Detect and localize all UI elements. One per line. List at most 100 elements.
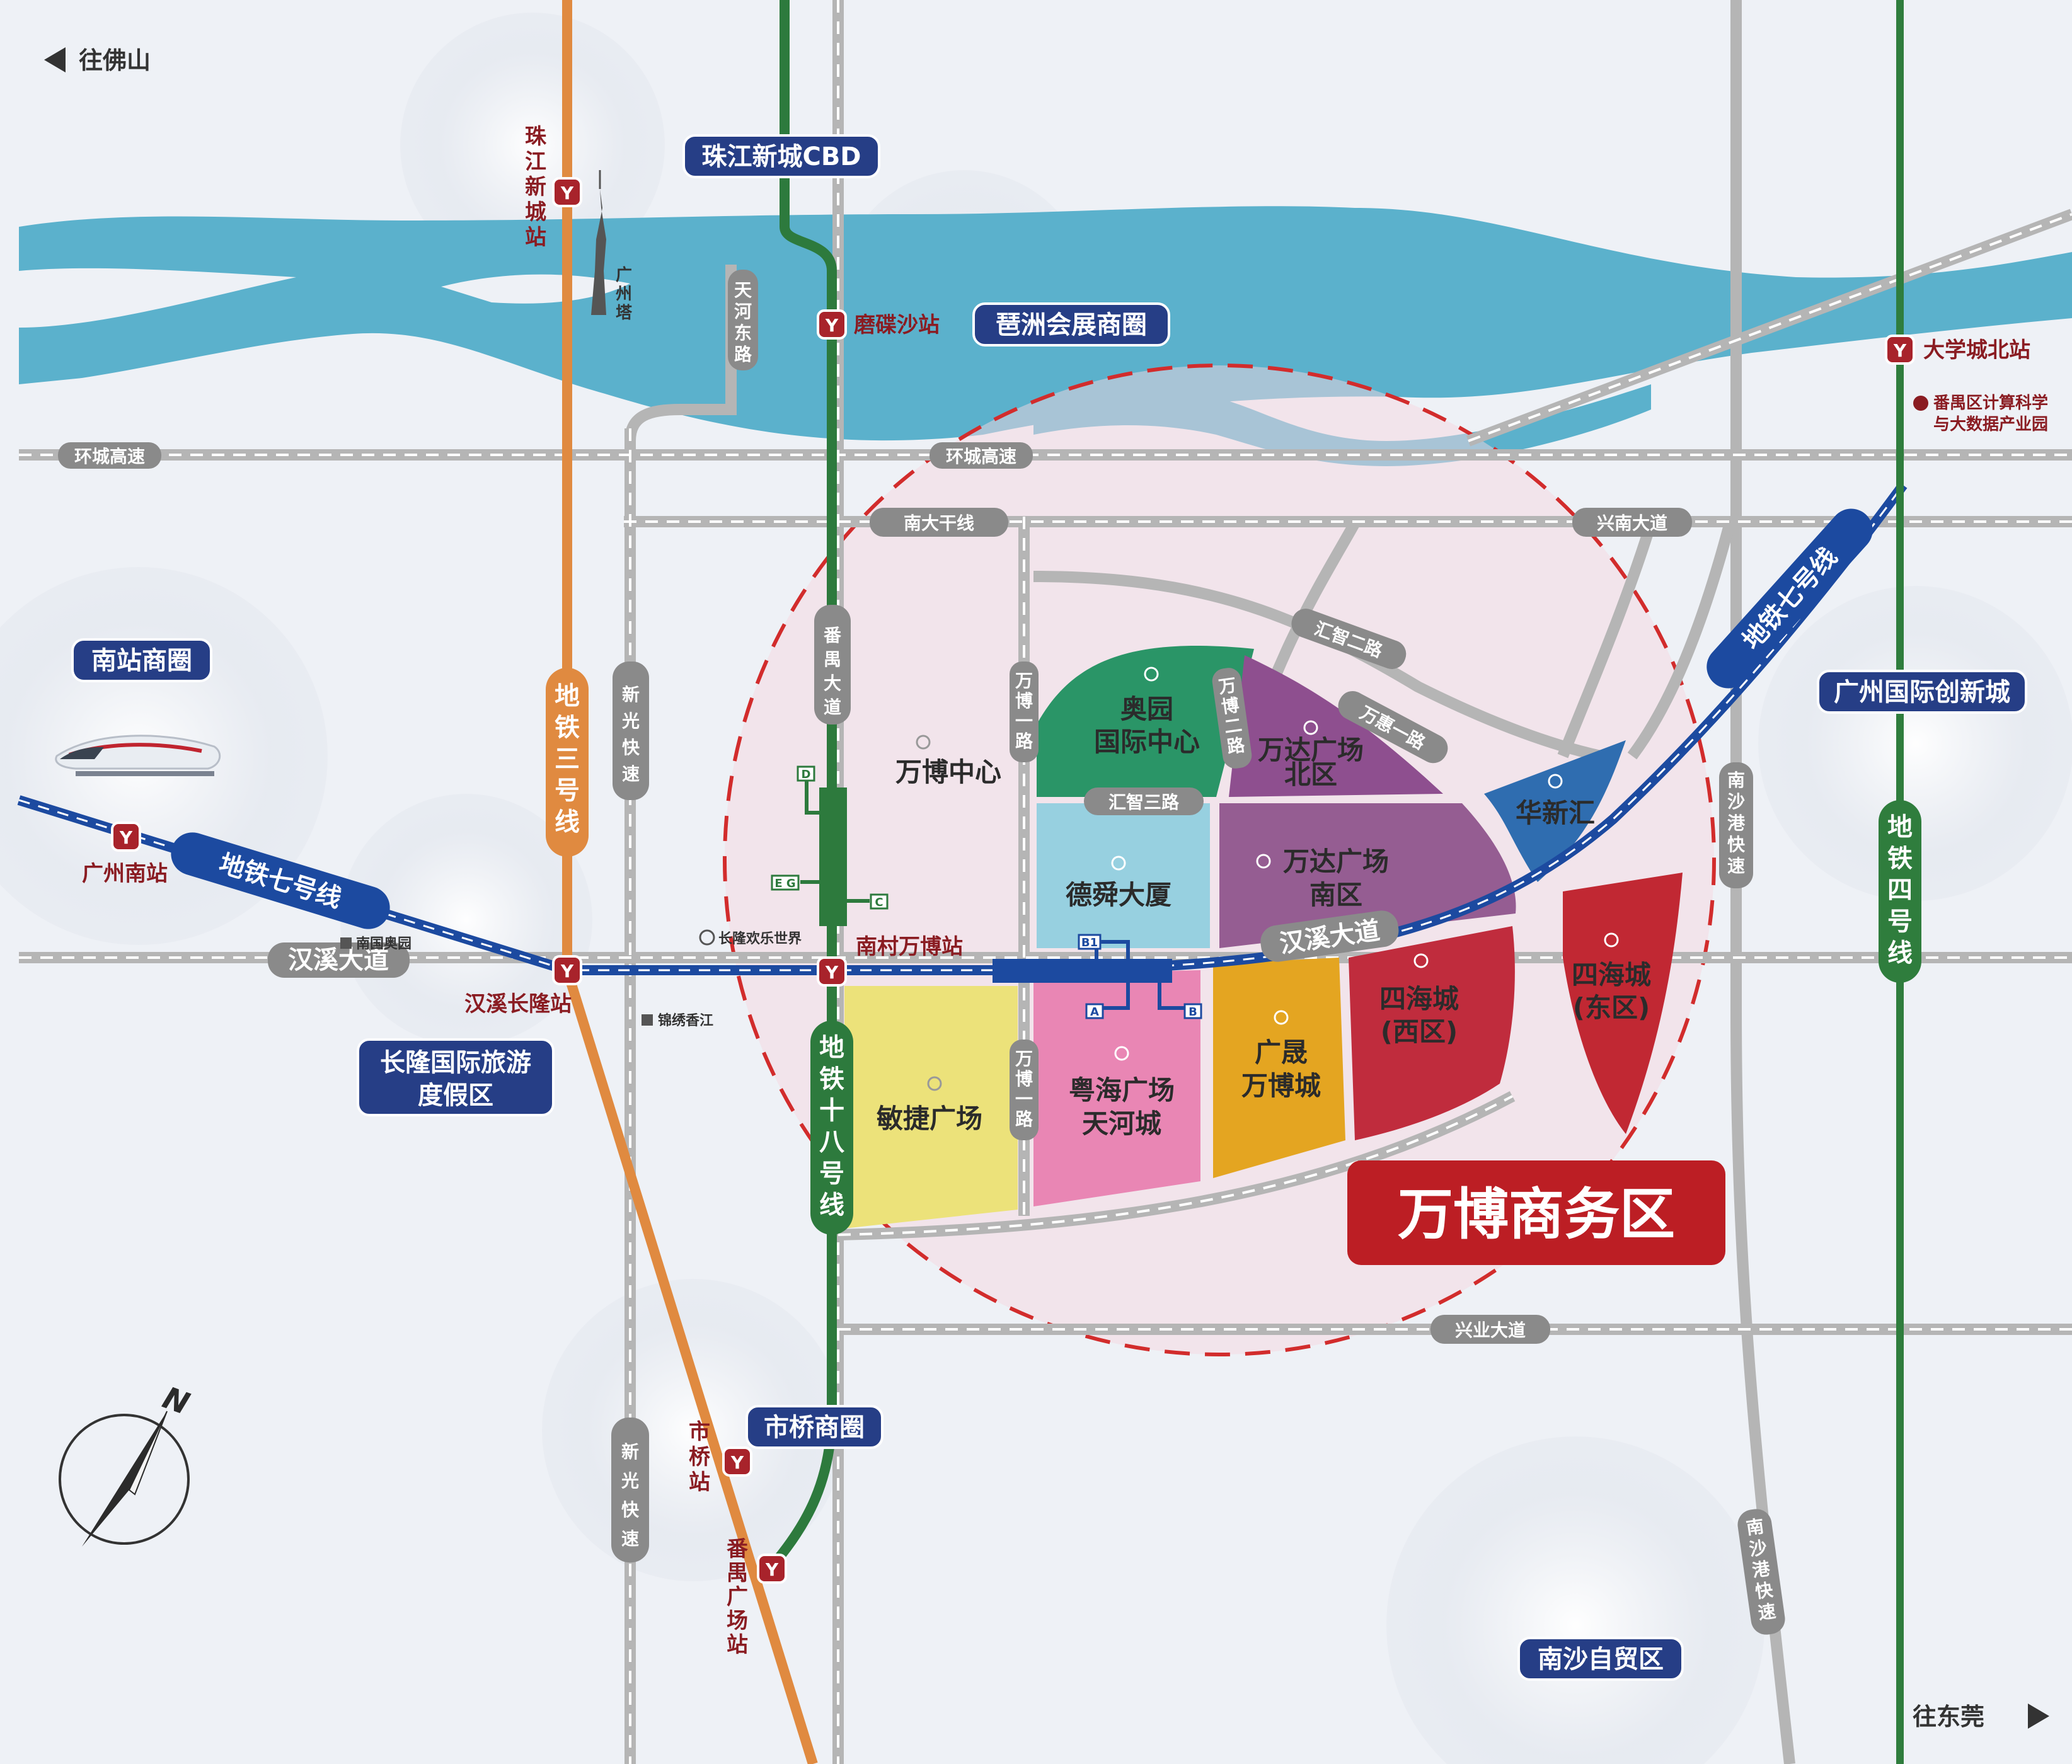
station-shiqiao: 市桥站: [689, 1419, 710, 1495]
underground-passage: [993, 959, 1172, 983]
svg-text:Y: Y: [560, 183, 574, 203]
building-icon: [1604, 932, 1619, 948]
arrow-right-icon: [2028, 1704, 2049, 1729]
district-labels: 珠江新城CBD 琶洲会展商圈 南站商圈 长隆国际旅游 度假区 广州国际创新城 市…: [71, 134, 2027, 1681]
zone-label-deshun: 德舜大厦: [1066, 879, 1171, 910]
road: [1557, 521, 1657, 759]
station-icon: Y: [1885, 335, 1915, 365]
building-icon: [927, 1076, 942, 1091]
landmark-canton-tower: 广州塔: [616, 266, 633, 323]
zone-label-wanda-north-1: 万达广场: [1258, 735, 1364, 765]
road-label-huancheng-1: 环城高速: [74, 446, 145, 467]
road-label-nanda: 南大干线: [904, 513, 974, 534]
zone-label-wanda-south-1: 万达广场: [1283, 846, 1389, 877]
zone-wanda-south: [1219, 803, 1516, 948]
zone-guangsheng: [1213, 958, 1345, 1178]
station-exit-d: [797, 765, 815, 782]
metro-label-line3: 地铁三号线: [555, 682, 580, 837]
road-label-wanbo-er: 万博二路: [1217, 675, 1247, 758]
svg-text:Y: Y: [119, 827, 133, 848]
zone-aoyuan: [1037, 646, 1254, 797]
nancun-station-structure: D E G C B1 A B: [771, 765, 1202, 1019]
zone-label-sihai-east-1: 四海城: [1572, 959, 1651, 990]
vertical-road-labels: 天河东路 新光快速 新光快速 番禺大道 南沙港快速 南沙港快速 万博一路: [611, 270, 1785, 1635]
halo: [340, 794, 592, 1046]
road-label-xingye: 兴业大道: [1455, 1320, 1526, 1341]
road: [1627, 521, 1735, 760]
station-block: [819, 788, 847, 926]
svg-text:Y: Y: [825, 315, 839, 336]
building-icon: [1111, 856, 1126, 871]
title-box: [1347, 1160, 1725, 1265]
zone-label-wanda-south-2: 南区: [1309, 879, 1362, 910]
building-icon: [340, 937, 352, 949]
zone-label-aoyuan-1: 奥园: [1120, 694, 1173, 724]
road-label-xingnan: 兴南大道: [1597, 513, 1667, 534]
svg-text:Y: Y: [825, 962, 839, 983]
station-exit-c: [870, 893, 889, 910]
building-icon: [1144, 667, 1159, 682]
landmark-changlong-world: 长隆欢乐世界: [718, 931, 802, 947]
metro-line-7-dash: [18, 484, 1904, 971]
svg-text:Y: Y: [765, 1559, 779, 1580]
landmark-jinxiu-xiangjiang: 锦绣香江: [658, 1012, 713, 1029]
station-nancun-wanbo: 南村万博站: [856, 934, 963, 959]
building-icon: [642, 1014, 653, 1026]
road-label-panyu-dadao: 番禺大道: [824, 625, 842, 718]
exit-b1: [1078, 934, 1102, 950]
canton-tower-icon: [591, 170, 606, 315]
exit-b: [1183, 1003, 1202, 1019]
exit-eg-label: E G: [774, 877, 795, 890]
station-icon: Y: [552, 955, 582, 985]
zone-label-huaxinhui: 华新汇: [1516, 798, 1595, 828]
zone-label-sihai-east-2: (东区): [1573, 992, 1650, 1023]
landmarks: 番禺区计算科学 与大数据产业园 南国奥园 长隆欢乐世界 锦绣香江: [340, 393, 2048, 1029]
zone-label-aoyuan-2: 国际中心: [1094, 726, 1200, 757]
exit-c-label: C: [875, 896, 883, 909]
building-icon: [1256, 854, 1271, 869]
district-nanzhan: 南站商圈: [91, 646, 192, 675]
direction-to-foshan: 往佛山: [44, 47, 151, 74]
svg-text:Y: Y: [730, 1452, 744, 1473]
zone-label-wanda-north-2: 北区: [1284, 759, 1337, 790]
building-icon: [1548, 774, 1563, 789]
zone-labels: 万博中心 奥园 国际中心 万达广场 北区 万达广场 南区 华新汇 德舜大厦 敏捷…: [877, 667, 1651, 1139]
zone-deshun: [1037, 803, 1210, 948]
halo: [1386, 1436, 1764, 1764]
metro-label-line18: 地铁十八号线: [819, 1033, 845, 1220]
building-icon: [916, 735, 931, 750]
road: [1730, 1007, 1795, 1764]
halo: [400, 13, 665, 277]
direction-foshan-label: 往佛山: [79, 47, 151, 74]
landmark-daxuecheng-park-2: 与大数据产业园: [1933, 415, 2048, 434]
direction-dongguan-label: 往东莞: [1913, 1703, 1984, 1731]
building-icon: [1114, 1046, 1129, 1061]
district-nansha: 南沙自贸区: [1538, 1645, 1664, 1674]
road-labels: 环城高速 环城高速 南大干线 兴南大道 汉溪大道 汉溪大道 兴业大道 汇智三路 …: [58, 442, 1692, 1344]
road-label-huizhi-san: 汇智三路: [1108, 792, 1180, 813]
zone-sihai-east: [1563, 873, 1683, 1134]
map-title: 万博商务区: [1398, 1182, 1675, 1247]
building-icon: [1274, 1010, 1289, 1025]
station-icon: Y: [111, 822, 141, 852]
zone-wanda-north: [1229, 655, 1443, 797]
zone-yuehai: [1033, 970, 1200, 1206]
district-innovation: 广州国际创新城: [1834, 678, 2010, 707]
zone-huaxinhui: [1484, 740, 1626, 882]
station-icon: Y: [757, 1554, 787, 1584]
road-label-xinguang-1: 新光快速: [621, 684, 640, 784]
zone-shapes: [844, 646, 1683, 1228]
zone-label-guangsheng-1: 广晟: [1255, 1037, 1308, 1068]
station-hanxi-changlong: 汉溪长隆站: [464, 992, 572, 1017]
metro-label-line4: 地铁四号线: [1887, 813, 1913, 968]
direction-to-dongguan: 往东莞: [1913, 1703, 2049, 1731]
station-modiesha: 磨碟沙站: [854, 312, 940, 338]
exit-a-label: A: [1090, 1005, 1099, 1019]
halo: [1758, 586, 2072, 901]
building-icon: [1303, 720, 1318, 735]
district-shiqiao: 市桥商圈: [764, 1413, 865, 1442]
zone-label-guangsheng-2: 万博城: [1241, 1070, 1321, 1101]
exit-d-label: D: [802, 768, 811, 781]
exit-b1-label: B1: [1081, 936, 1098, 949]
station-icon: Y: [722, 1446, 752, 1477]
